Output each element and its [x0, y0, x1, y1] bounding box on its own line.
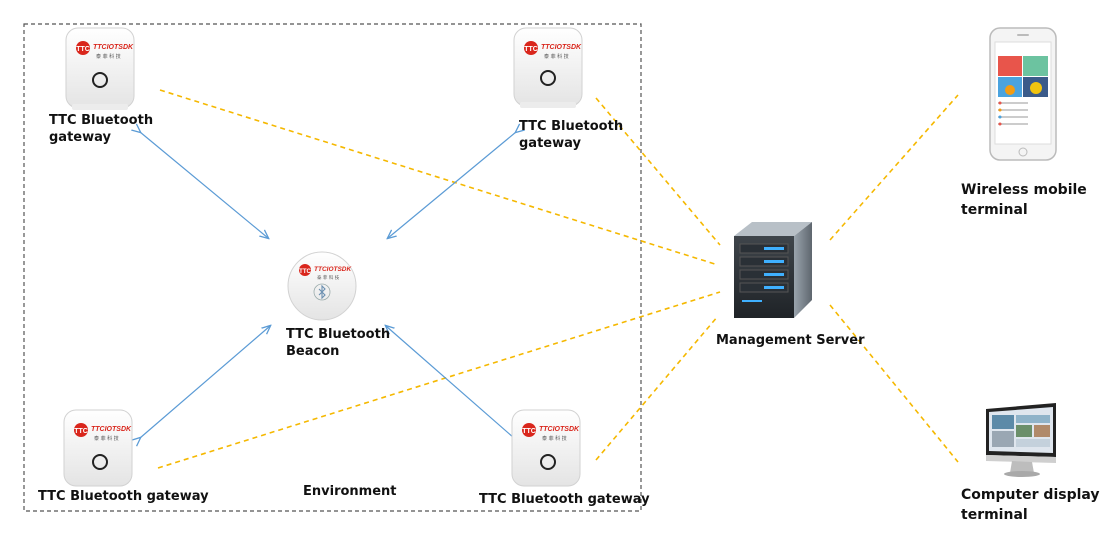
label-line: TTC Bluetooth	[519, 119, 624, 134]
svg-text:泰 菲 科 技: 泰 菲 科 技	[94, 435, 119, 442]
svg-text:TTCIOTSDK: TTCIOTSDK	[93, 44, 134, 51]
smartphone-icon	[989, 27, 1057, 161]
svg-text:泰 菲 科 技: 泰 菲 科 技	[544, 53, 569, 60]
gateway-top-right-label: TTC Bluetooth gateway	[519, 118, 623, 152]
svg-text:TTC: TTC	[524, 46, 538, 53]
svg-text:TTCIOTSDK: TTCIOTSDK	[314, 266, 352, 273]
gateway-bottom-right-label: TTC Bluetooth gateway	[479, 492, 650, 507]
bt-link-bl-beacon	[140, 326, 270, 438]
label-line: terminal	[961, 202, 1028, 218]
label-line: Wireless mobile	[961, 182, 1087, 198]
label-line: gateway	[49, 130, 111, 145]
svg-text:TTC: TTC	[299, 269, 311, 275]
link-gateway-bl-server	[157, 291, 721, 469]
gateway-top-left-label: TTC Bluetooth gateway	[49, 112, 153, 146]
link-gateway-br-server	[595, 315, 719, 461]
svg-text:TTCIOTSDK: TTCIOTSDK	[539, 426, 580, 433]
bt-link-br-beacon	[386, 326, 514, 438]
svg-text:泰 菲 科 技: 泰 菲 科 技	[542, 435, 567, 442]
label-line: Beacon	[286, 344, 340, 359]
gateway-bottom-left-label: TTC Bluetooth gateway	[38, 489, 209, 504]
beacon-device: TTC TTCIOTSDK 泰 菲 科 技	[287, 251, 357, 321]
svg-text:TTCIOTSDK: TTCIOTSDK	[541, 44, 582, 51]
monitor-icon	[986, 403, 1056, 477]
label-line: TTC Bluetooth	[286, 327, 391, 342]
svg-text:TTCIOTSDK: TTCIOTSDK	[91, 426, 132, 433]
link-gateway-tl-server	[159, 89, 719, 266]
link-server-computer	[829, 304, 959, 463]
environment-border	[23, 23, 642, 512]
bt-link-tl-beacon	[140, 132, 268, 238]
gateway-device-bottom-left: TTC TTCIOTSDK 泰 菲 科 技	[63, 409, 133, 487]
server-label: Management Server	[716, 333, 865, 348]
label-line: terminal	[961, 507, 1028, 523]
label-line: TTC Bluetooth	[49, 113, 154, 128]
bluetooth-icon	[313, 283, 331, 301]
link-server-mobile	[829, 94, 959, 241]
svg-text:TTC: TTC	[74, 428, 88, 435]
bluetooth-links	[140, 132, 516, 438]
gateway-device-top-left: TTC TTCIOTSDK 泰 菲 科 技	[65, 27, 135, 110]
svg-text:TTC: TTC	[76, 46, 90, 53]
svg-text:TTC: TTC	[522, 428, 536, 435]
gateway-device-top-right: TTC TTCIOTSDK 泰 菲 科 技	[513, 27, 583, 108]
svg-text:泰 菲 科 技: 泰 菲 科 技	[317, 274, 340, 281]
svg-text:泰 菲 科 技: 泰 菲 科 技	[96, 53, 121, 60]
bt-link-tr-beacon	[388, 132, 516, 238]
label-line: Computer display	[961, 487, 1100, 503]
server-icon	[734, 222, 812, 318]
beacon-label: TTC Bluetooth Beacon	[286, 326, 390, 360]
environment-label: Environment	[303, 484, 397, 499]
gateway-device-bottom-right: TTC TTCIOTSDK 泰 菲 科 技	[511, 409, 581, 487]
computer-terminal-label: Computer display terminal	[961, 485, 1100, 525]
label-line: gateway	[519, 136, 581, 151]
mobile-terminal-label: Wireless mobile terminal	[961, 180, 1087, 220]
